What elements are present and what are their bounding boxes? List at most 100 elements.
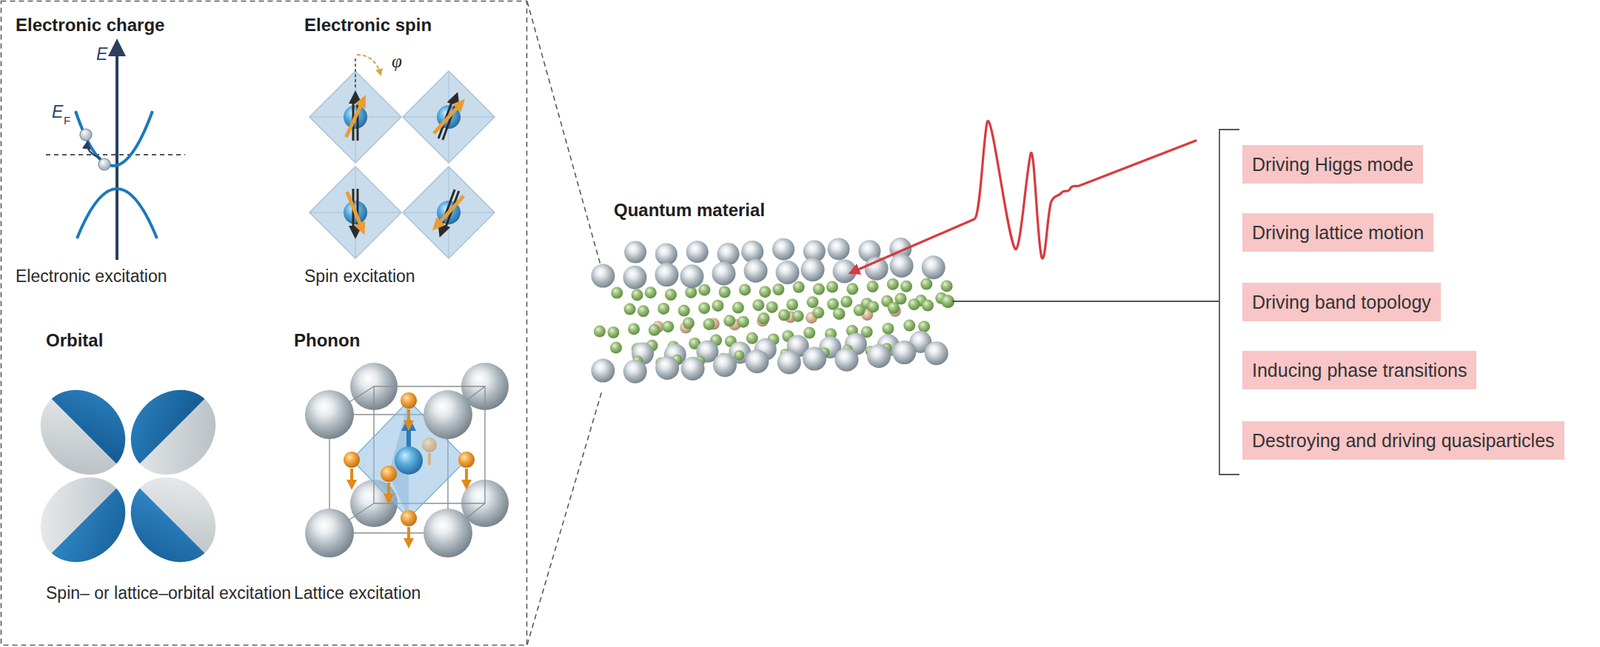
atom-sphere xyxy=(655,242,678,266)
illustration-part xyxy=(341,189,370,237)
illustration-part xyxy=(354,221,371,238)
atom-sphere xyxy=(678,305,691,317)
atom-sphere xyxy=(623,265,648,290)
atom-sphere xyxy=(840,296,853,309)
outcome-box: Driving Higgs mode xyxy=(1242,145,1424,184)
atom-sphere xyxy=(738,283,751,296)
box-text: Inducing phase transitions xyxy=(1252,350,1467,390)
panel-caption: Spin excitation xyxy=(304,265,416,289)
atom-sphere xyxy=(610,342,622,354)
illustration-part xyxy=(383,493,394,505)
fermi-level-subscript: F xyxy=(63,113,71,129)
atom-sphere xyxy=(712,262,736,286)
illustration-part xyxy=(14,451,152,588)
illustration-part xyxy=(350,468,354,482)
atom-sphere xyxy=(627,322,640,335)
atom-sphere xyxy=(777,350,802,375)
atom-sphere xyxy=(886,278,899,291)
atom-sphere xyxy=(631,288,644,301)
illustration-part xyxy=(407,409,411,423)
panel-heading: Electronic charge xyxy=(15,13,165,38)
atom-sphere xyxy=(900,280,913,293)
illustration-part xyxy=(346,479,357,491)
illustration-part xyxy=(952,300,1220,303)
atom-sphere xyxy=(918,320,930,333)
outcome-box: Driving lattice motion xyxy=(1242,213,1434,252)
atom-sphere xyxy=(744,349,769,374)
material-lattice xyxy=(590,237,955,384)
illustration-part xyxy=(458,451,475,468)
atom-sphere xyxy=(732,302,745,314)
atom-sphere xyxy=(713,353,737,377)
outcome-box: Driving band topology xyxy=(1242,282,1441,322)
atom-sphere xyxy=(703,318,716,331)
atom-sphere xyxy=(766,301,779,314)
atom-sphere xyxy=(827,237,850,260)
atom-sphere xyxy=(867,280,879,293)
illustration-part xyxy=(527,1,602,271)
illustration-part xyxy=(387,482,391,496)
illustration-part xyxy=(461,479,472,491)
atom-sphere xyxy=(733,350,745,361)
illustration-part xyxy=(105,364,209,468)
atom-sphere xyxy=(778,309,791,322)
illustration-part xyxy=(87,142,101,159)
illustration-part xyxy=(429,94,470,138)
panel-caption: Electronic excitation xyxy=(15,265,168,289)
atom-sphere xyxy=(681,356,705,381)
atom-sphere xyxy=(792,281,805,294)
illustration-part xyxy=(98,158,111,171)
atom-sphere xyxy=(682,317,695,330)
illustration-part xyxy=(402,166,495,259)
box-text: Driving lattice motion xyxy=(1252,213,1424,252)
panel-heading: Electronic spin xyxy=(304,13,432,38)
illustration-part xyxy=(406,429,411,450)
atom-sphere xyxy=(772,238,795,261)
atom-sphere xyxy=(655,356,679,380)
illustration-part xyxy=(380,465,397,482)
atom-sphere xyxy=(802,347,827,371)
outcome-box: Destroying and driving quasiparticles xyxy=(1242,421,1565,460)
box-text: Driving band topology xyxy=(1252,282,1432,322)
atom-sphere xyxy=(833,308,846,320)
illustration-part xyxy=(345,105,361,138)
atom-sphere xyxy=(698,284,711,297)
illustration-part xyxy=(105,451,242,588)
atom-sphere xyxy=(744,259,768,283)
illustration-part xyxy=(356,54,381,75)
illustration-part xyxy=(79,128,92,141)
illustration-part xyxy=(427,191,468,235)
atom-sphere xyxy=(712,299,725,312)
atom-sphere xyxy=(717,242,740,266)
illustration-part xyxy=(434,89,465,142)
atom-sphere xyxy=(624,303,637,316)
atom-sphere xyxy=(661,320,674,333)
illustration-part xyxy=(1219,129,1240,475)
orbital-lobes xyxy=(14,364,242,588)
atom-sphere xyxy=(680,264,705,289)
atom-sphere xyxy=(826,281,839,294)
light-pulse xyxy=(851,120,1196,273)
phonon-cube xyxy=(305,362,509,558)
illustration-part xyxy=(400,392,417,409)
atom-sphere xyxy=(698,302,711,314)
atom-sphere xyxy=(775,260,800,285)
illustration-part xyxy=(433,107,458,135)
illustration-part xyxy=(439,196,464,223)
illustration-part xyxy=(105,484,209,588)
illustration-part xyxy=(77,188,157,239)
illustration-part xyxy=(422,437,437,453)
atom-sphere xyxy=(718,286,731,299)
atom-sphere xyxy=(684,286,697,299)
illustration-part xyxy=(14,451,152,588)
illustration-part xyxy=(402,166,495,259)
illustration-part xyxy=(464,468,468,482)
illustration-part xyxy=(527,390,602,645)
axis-label: E xyxy=(96,42,108,66)
atom-sphere xyxy=(832,308,845,320)
atom-sphere xyxy=(648,324,661,337)
illustration-part xyxy=(427,453,431,465)
atom-sphere xyxy=(853,304,866,317)
